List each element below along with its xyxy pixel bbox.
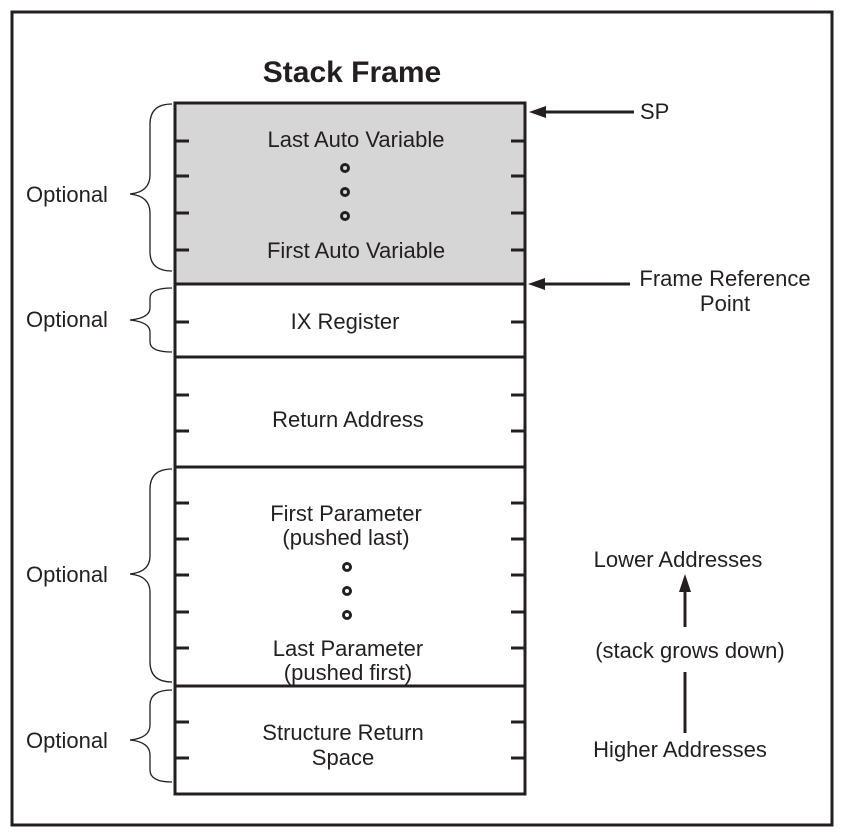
label-last-parameter: Last Parameter [273,636,423,661]
label-pushed-last: (pushed last) [282,525,409,550]
optional-label-parameters: Optional [26,562,108,587]
block-parameters [173,465,527,688]
tick-marks [175,139,525,760]
frame-reference-label-line2: Point [700,291,750,316]
higher-addresses-label: Higher Addresses [593,737,767,762]
stack-grows-down-label: (stack grows down) [595,638,785,663]
block-auto-variables [173,101,527,286]
label-ix-register: IX Register [291,309,400,334]
label-space: Space [312,745,374,770]
brace-parameters [129,468,173,683]
diagram-title: Stack Frame [263,56,441,89]
label-structure-return: Structure Return [262,720,423,745]
sp-arrow [529,106,634,118]
label-last-auto-variable: Last Auto Variable [268,127,445,152]
brace-auto-variables [129,103,173,272]
brace-structure-return [129,689,173,783]
label-pushed-first: (pushed first) [284,660,412,685]
label-return-address: Return Address [272,407,424,432]
brace-ix-register [129,287,173,353]
block-structure-return [173,684,527,796]
sp-label: SP [640,99,669,124]
label-first-auto-variable: First Auto Variable [267,238,445,263]
block-return-address [173,355,527,469]
grows-direction-arrow [679,574,691,733]
frame-reference-arrow [528,278,630,290]
lower-addresses-label: Lower Addresses [594,547,763,572]
ellipsis-dots-auto [340,163,350,221]
optional-label-structure-return: Optional [26,728,108,753]
frame-reference-label-line1: Frame Reference [639,266,810,291]
label-first-parameter: First Parameter [270,501,422,526]
optional-label-ix-register: Optional [26,307,108,332]
ellipsis-dots-params [342,562,352,620]
braces [129,103,173,783]
optional-label-auto-variables: Optional [26,182,108,207]
